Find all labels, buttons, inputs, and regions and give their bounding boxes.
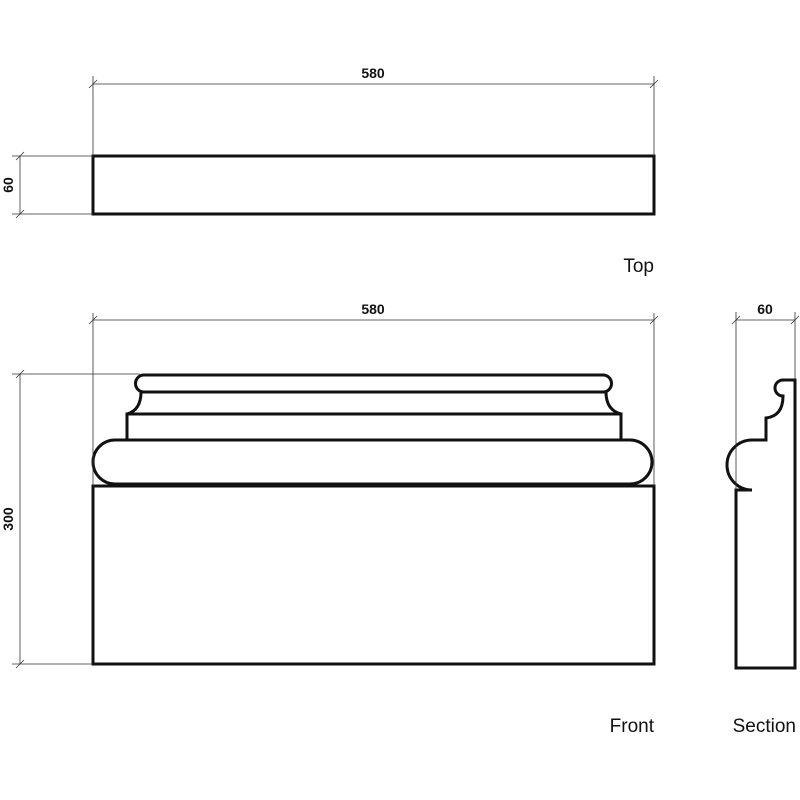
front-torus-band [91, 438, 654, 486]
section-view: 60 Section [725, 301, 800, 737]
front-top-astragal [134, 373, 613, 394]
front-height-label: 300 [0, 507, 16, 531]
front-plinth-block [91, 484, 656, 666]
top-view-outline [91, 154, 656, 216]
front-width-dimension: 580 [88, 301, 659, 486]
top-width-dimension: 580 [88, 65, 659, 156]
section-view-label: Section [733, 716, 796, 737]
section-depth-dimension: 60 [731, 301, 800, 490]
top-depth-label: 60 [0, 177, 16, 193]
front-width-label: 580 [361, 301, 385, 317]
section-depth-label: 60 [757, 301, 773, 317]
top-view-label: Top [623, 256, 654, 277]
section-profile [725, 378, 797, 670]
top-view: 580 60 Top [0, 65, 659, 277]
front-fillet-band [125, 412, 623, 442]
front-scotia [126, 390, 622, 416]
top-depth-dimension: 60 [0, 151, 93, 219]
front-view: 580 300 Front [0, 301, 659, 737]
front-height-dimension: 300 [0, 369, 140, 669]
front-view-label: Front [610, 716, 655, 737]
top-width-label: 580 [361, 65, 385, 81]
